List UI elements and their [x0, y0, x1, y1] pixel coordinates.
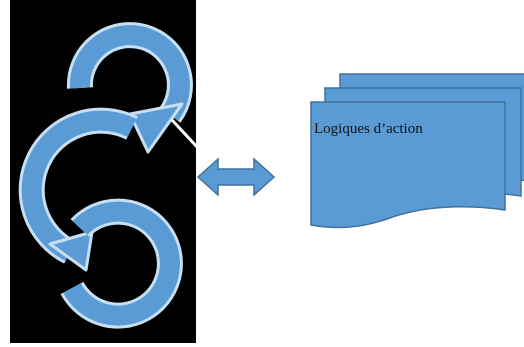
document-label: Logiques d’action: [314, 121, 423, 137]
cycle-arrow-middle-icon: [18, 107, 138, 272]
connector-line: [170, 118, 200, 150]
double-arrow-icon: [196, 157, 276, 197]
cycle-arrow-top-icon: [66, 22, 193, 154]
cycle-arrow-bottom-icon: [60, 198, 183, 329]
multi-document-icon: Logiques d’action: [310, 73, 524, 229]
document-front: [310, 101, 506, 229]
cycle-arrows-panel: [10, 0, 196, 343]
